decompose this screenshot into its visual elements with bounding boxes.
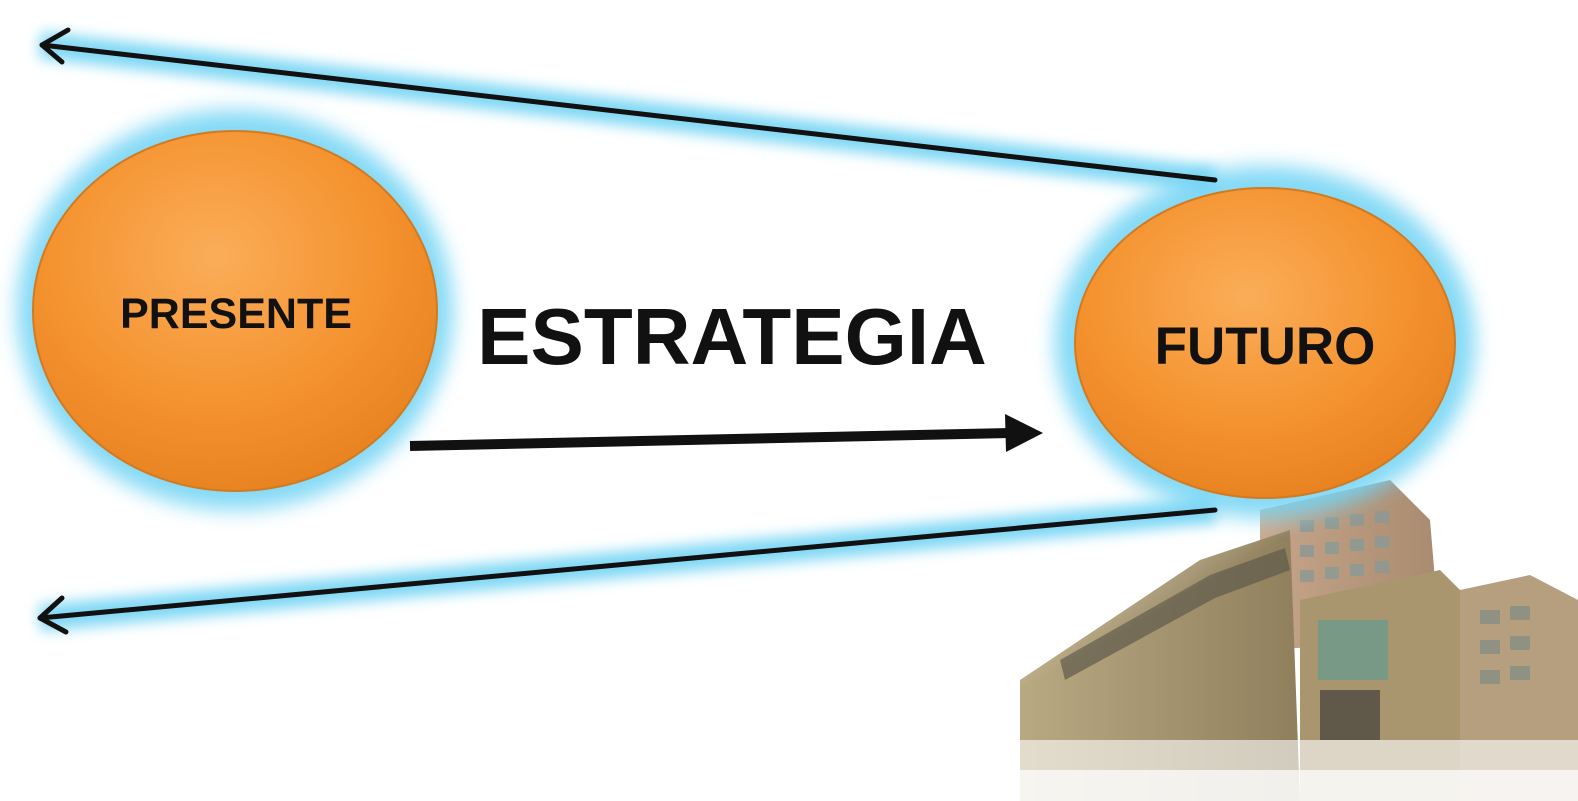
strategy-arrow [409,414,1043,452]
strategy-label: ESTRATEGIA [477,292,987,381]
return-arrow-top [39,27,1218,183]
present-node [32,130,438,492]
building-photo [1020,480,1578,801]
future-label: FUTURO [1155,317,1376,376]
return-arrow-bottom [37,507,1218,635]
future-node [1074,187,1456,499]
present-label: PRESENTE [120,290,352,338]
